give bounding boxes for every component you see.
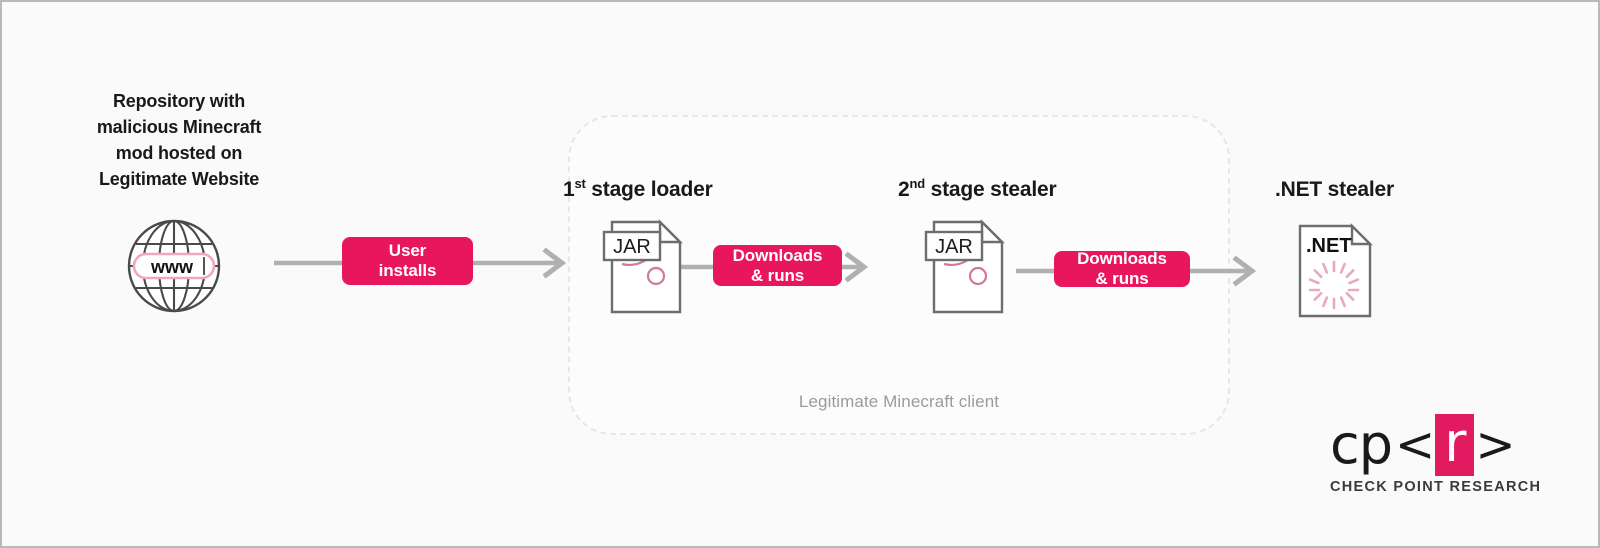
badge-downloads-runs-2: Downloads & runs (1054, 249, 1190, 288)
jar-file-icon-1-label: JAR (613, 236, 651, 258)
stage-title-2-text: stage stealer (924, 178, 1057, 201)
check-point-research-logo: cp < r > CHECK POINT RESEARCH (1330, 413, 1542, 506)
cpr-logo-greater-than: > (1475, 417, 1515, 473)
badge-downloads-runs-2-line-2: & runs (1095, 269, 1149, 288)
stage-title-first-stage-loader: 1st stage loader (563, 176, 713, 202)
stage-title-net-stealer: .NET stealer (1275, 178, 1394, 201)
stage-title-2-number: 2 (898, 178, 910, 201)
jar-file-icon-1: JAR (602, 219, 683, 314)
stage-title-1-number: 1 (563, 178, 575, 201)
badge-user-installs-line-2: installs (378, 261, 437, 280)
cpr-logo-r-badge: r (1435, 414, 1475, 476)
repository-caption-line-2: malicious Minecraft (96, 117, 262, 138)
badge-downloads-runs-2-line-1: Downloads (1077, 249, 1167, 269)
badge-downloads-runs-1: Downloads & runs (713, 245, 842, 286)
jar-file-icon-2: JAR (924, 219, 1005, 314)
stage-title-2-ordinal: nd (909, 176, 925, 191)
badge-user-installs: User installs (342, 237, 473, 285)
cpr-logo-less-than: < (1394, 417, 1435, 473)
dotnet-file-icon-label: .NET (1306, 235, 1352, 257)
badge-user-installs-line-1: User (388, 241, 427, 261)
globe-www-icon: www (127, 219, 221, 313)
repository-caption: Repository with malicious Minecraft mod … (70, 88, 288, 192)
repository-caption-line-1: Repository with (112, 91, 245, 111)
dotnet-file-icon: .NET (1298, 223, 1373, 318)
badge-downloads-runs-1-line-2: & runs (750, 265, 805, 285)
stage-title-1-ordinal: st (574, 176, 586, 191)
badge-downloads-runs-1-line-1: Downloads (732, 245, 823, 265)
stage-title-1-text: stage loader (585, 178, 713, 201)
stage-title-second-stage-stealer: 2nd stage stealer (898, 176, 1057, 202)
globe-www-text: www (150, 257, 194, 277)
cpr-logo-mark: cp < r > (1330, 413, 1516, 476)
repository-caption-line-4: Legitimate Website (98, 169, 260, 190)
legitimate-client-label: Legitimate Minecraft client (798, 392, 1000, 411)
cpr-logo-subtitle: CHECK POINT RESEARCH (1330, 479, 1542, 495)
repository-caption-line-3: mod hosted on (115, 143, 243, 164)
cpr-logo-cp: cp (1330, 413, 1393, 476)
jar-file-icon-2-label: JAR (935, 236, 973, 258)
